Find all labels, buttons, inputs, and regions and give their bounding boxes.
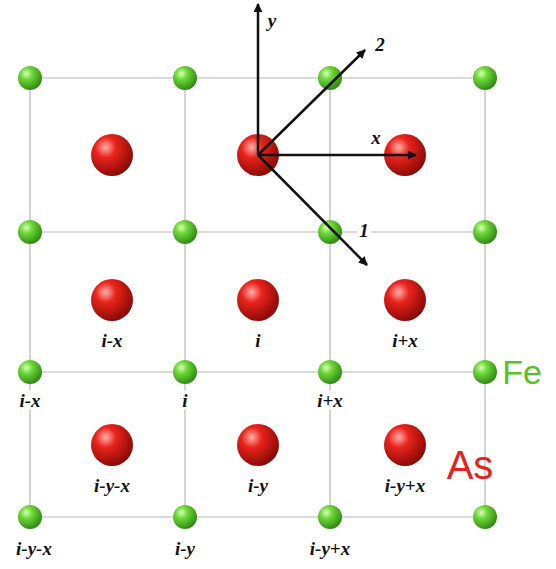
- site-label: i: [253, 331, 262, 350]
- site-label: i+x: [390, 331, 420, 350]
- site-label: i-y+x: [383, 476, 427, 495]
- axis-label: y: [266, 11, 278, 30]
- as-atoms: [91, 134, 426, 466]
- site-label: i-y: [246, 476, 270, 495]
- axis-arrows: [258, 4, 416, 265]
- axis-label: 1: [357, 221, 371, 240]
- site-label: i-x: [99, 331, 124, 350]
- site-label: i-x: [17, 391, 42, 410]
- element-label: Fe: [500, 355, 544, 389]
- site-label: i+x: [315, 391, 345, 410]
- site-label: i: [180, 391, 189, 410]
- axis-label: 2: [373, 35, 387, 54]
- element-label: As: [445, 445, 496, 485]
- site-label: i-y: [173, 539, 197, 558]
- site-label: i-y-x: [14, 539, 54, 558]
- site-label: i-y+x: [308, 539, 352, 558]
- site-label: i-y-x: [92, 476, 132, 495]
- axis-label: x: [369, 128, 383, 147]
